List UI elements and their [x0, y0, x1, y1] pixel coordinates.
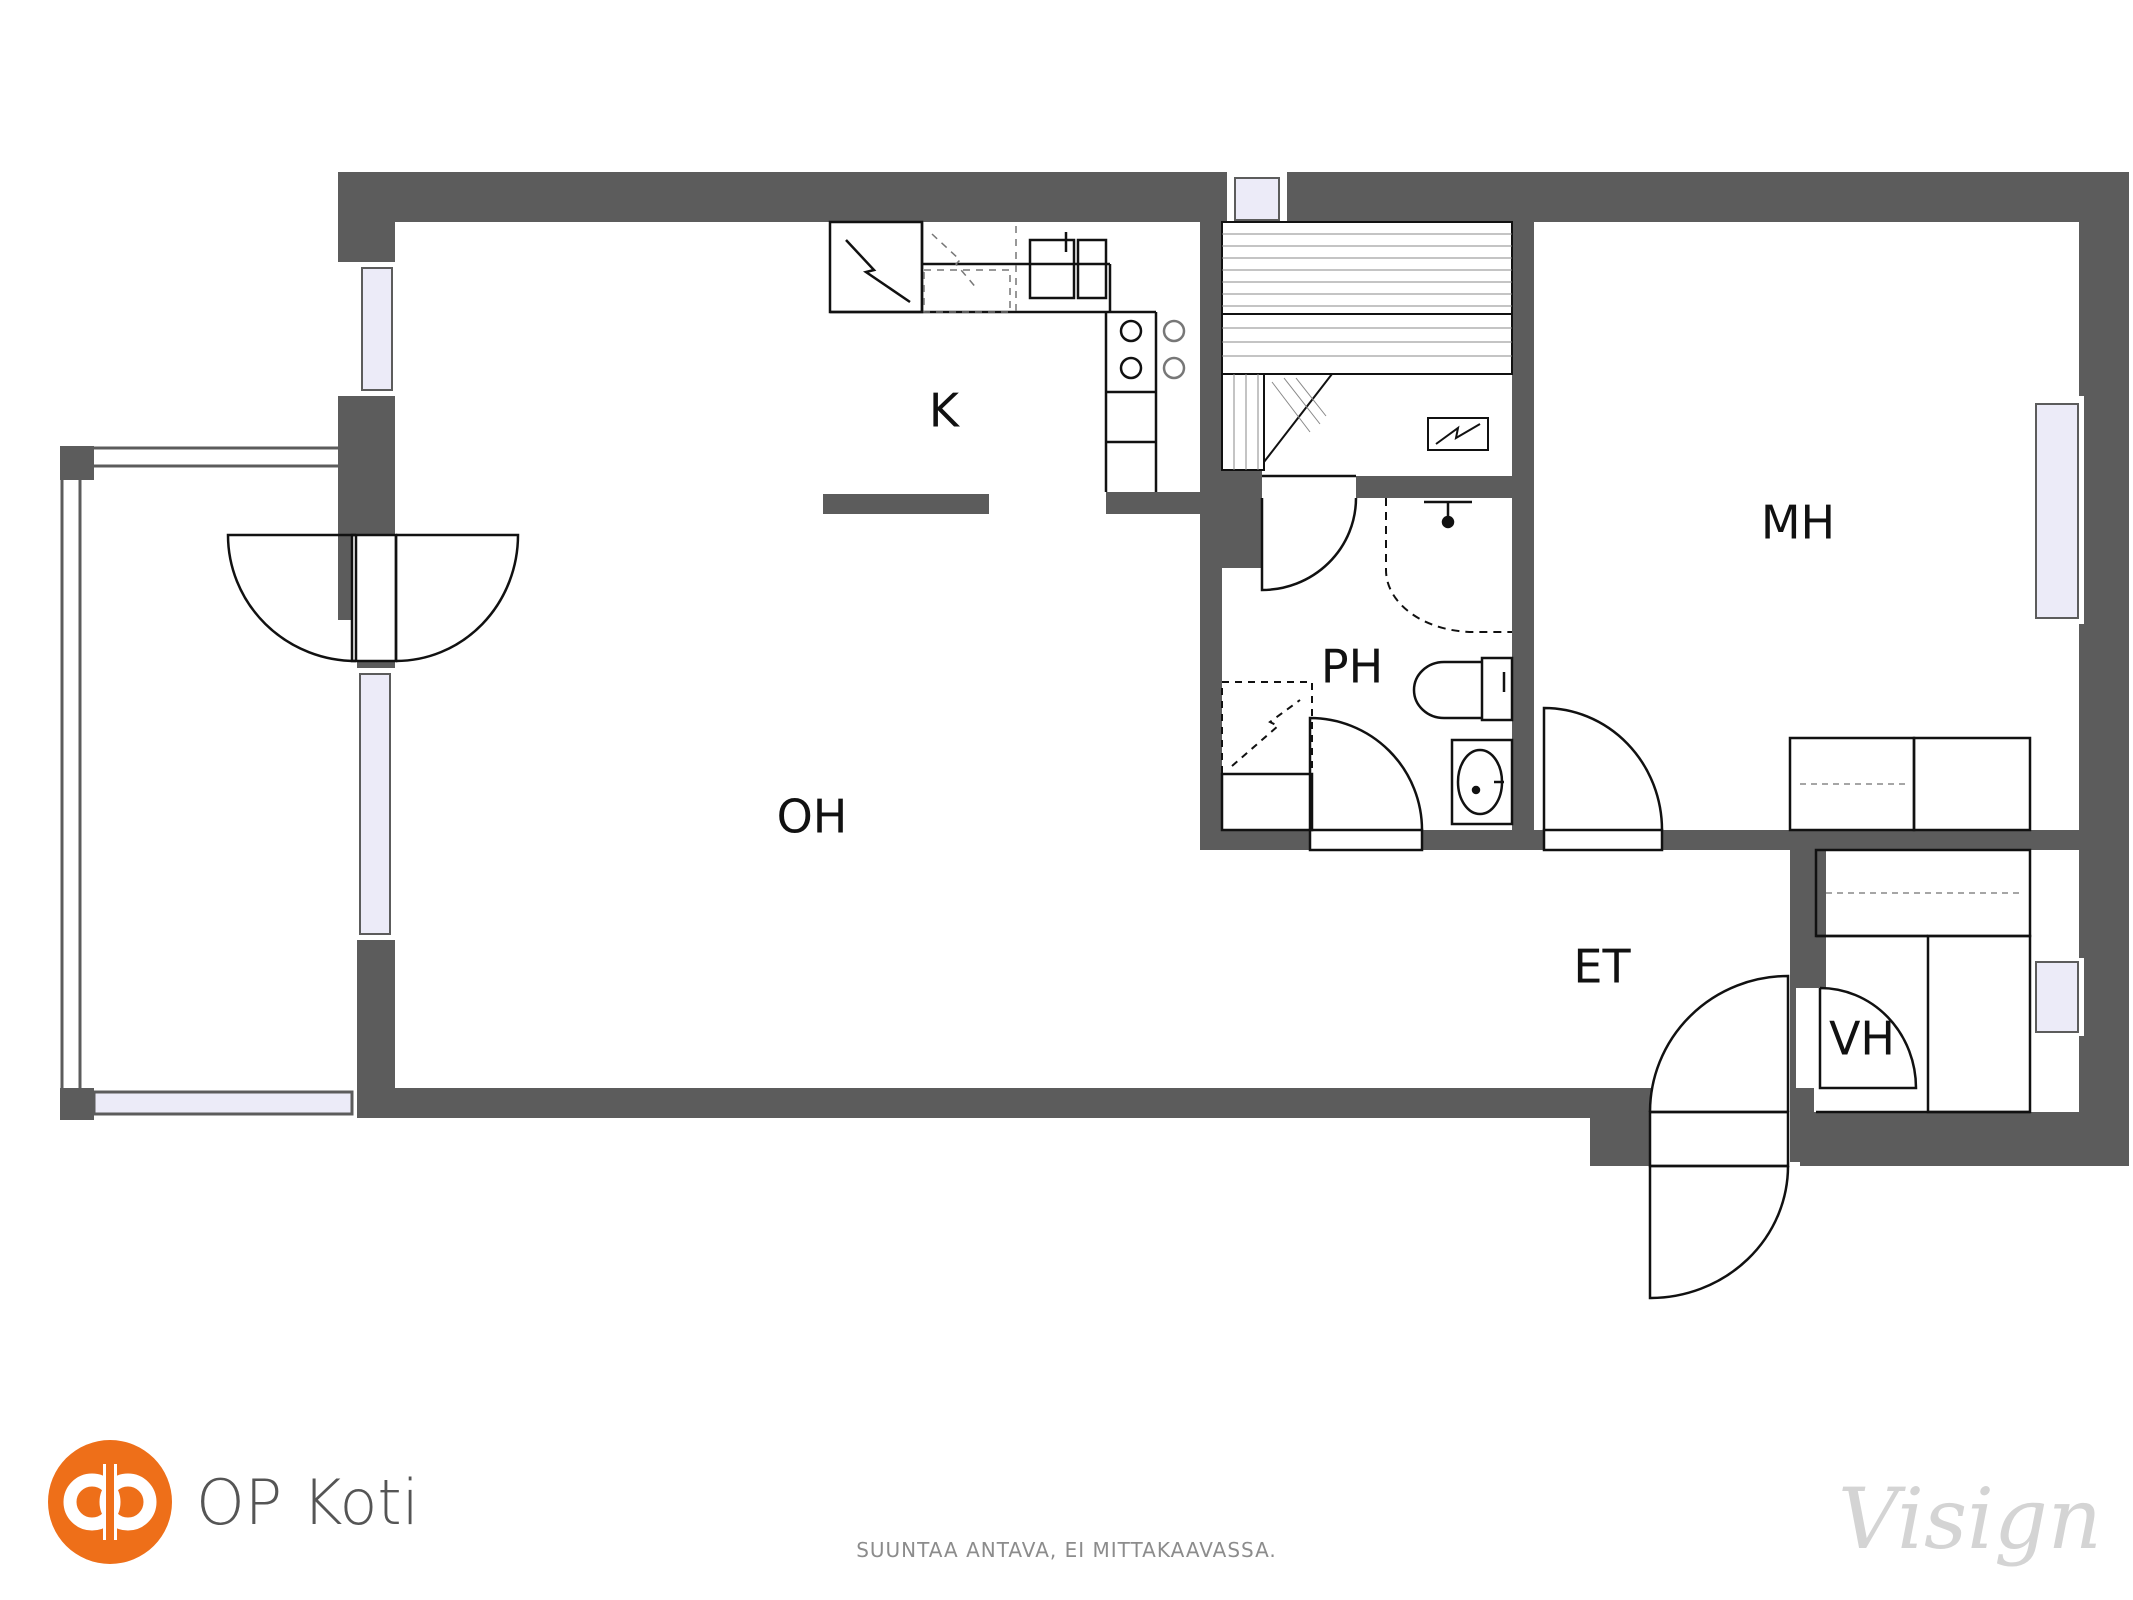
bath-cabinet [1220, 772, 1314, 832]
brand-logo: OP Koti [48, 1440, 419, 1564]
kitchen-fixtures [828, 220, 1186, 492]
room-label-vh: VH [1829, 1012, 1895, 1066]
room-label-k: K [929, 384, 961, 438]
washing-machine-space [1221, 681, 1313, 775]
shower-faucet [1424, 500, 1472, 529]
door-mh [1542, 706, 1664, 852]
stove [1119, 319, 1186, 380]
bathroom-fixtures [1220, 498, 1514, 832]
window-mh-right [2034, 396, 2084, 624]
room-labels: K OH PH MH ET VH [777, 384, 1895, 1066]
brand-name: OP Koti [196, 1465, 419, 1539]
door-ph [1308, 716, 1424, 852]
room-label-oh: OH [777, 790, 848, 844]
dishwasher-outline [923, 226, 1017, 313]
door-sauna [1260, 474, 1358, 592]
hall-wardrobe [1814, 848, 2032, 1114]
window-oh-balcony [357, 668, 395, 940]
sauna-benches [1221, 221, 1513, 471]
wardrobes [1788, 736, 2032, 1114]
toilet [1412, 656, 1514, 722]
scale-disclaimer: SUUNTAA ANTAVA, EI MITTAKAAVASSA. [856, 1538, 1277, 1562]
visign-watermark: Visign [1838, 1470, 2102, 1568]
room-label-et: ET [1573, 940, 1631, 994]
kitchen-sink [1028, 232, 1108, 300]
sauna-control-panel [1427, 417, 1489, 451]
room-label-mh: MH [1761, 496, 1835, 550]
door-entrance [1648, 974, 1790, 1300]
doors [226, 474, 1918, 1300]
balcony [60, 446, 354, 1120]
fridge [828, 220, 924, 314]
washbasin [1450, 738, 1514, 826]
sauna-stove [1263, 373, 1335, 465]
mh-wardrobe [1788, 736, 2032, 832]
windows [338, 172, 2084, 1036]
window-top-sauna [1227, 172, 1287, 222]
window-kitchen-left [338, 262, 395, 396]
door-vh [1796, 986, 1918, 1090]
room-label-ph: PH [1321, 640, 1383, 694]
op-logo-icon [48, 1440, 172, 1564]
window-vh-right [2034, 958, 2084, 1036]
walls [338, 172, 2129, 1166]
door-balcony [226, 533, 520, 663]
